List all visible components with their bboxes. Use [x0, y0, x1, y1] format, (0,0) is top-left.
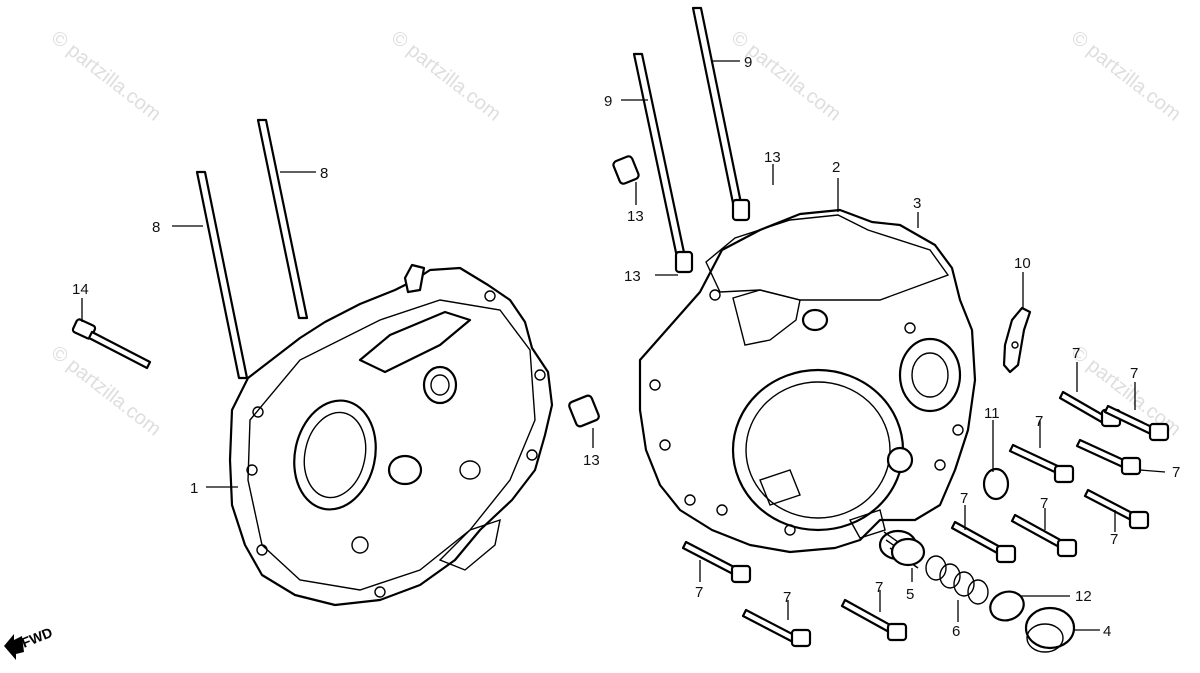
callout-8: 8	[320, 165, 328, 182]
callout-3: 3	[913, 195, 921, 212]
direction-label: FWD	[19, 624, 55, 651]
callout-7: 7	[1040, 495, 1048, 512]
leader-lines	[81, 60, 1166, 631]
callout-7: 7	[783, 589, 791, 606]
bolts-7	[681, 390, 1170, 648]
callout-6: 6	[952, 623, 960, 640]
watermark: © partzilla.com	[47, 27, 165, 126]
watermark: © partzilla.com	[387, 27, 505, 126]
watermark: © partzilla.com	[47, 342, 165, 441]
callout-7: 7	[1072, 345, 1080, 362]
callout-7: 7	[875, 579, 883, 596]
callout-7: 7	[1172, 464, 1180, 481]
collar-11	[982, 467, 1010, 501]
callout-7: 7	[1130, 365, 1138, 382]
callout-10: 10	[1014, 255, 1031, 272]
callout-9: 9	[604, 93, 612, 110]
left-crankcase	[228, 263, 554, 607]
callout-labels: 1 2 3 4 5 6 7 7 7 7 7 7 7 7 7 7 8 8 9 9 …	[72, 54, 1180, 640]
callout-4: 4	[1103, 623, 1111, 640]
bolt-14	[71, 318, 152, 370]
dowel-pins	[568, 155, 751, 428]
forward-direction-indicator: FWD	[4, 624, 55, 660]
drain-cap-4	[1024, 606, 1076, 653]
callout-12: 12	[1075, 588, 1092, 605]
stud-bolts	[195, 6, 744, 380]
oil-strainer-5	[878, 529, 926, 569]
callout-13: 13	[764, 149, 781, 166]
callout-5: 5	[906, 586, 914, 603]
callout-13: 13	[627, 208, 644, 225]
watermark: © partzilla.com	[727, 27, 845, 126]
callout-9: 9	[744, 54, 752, 71]
callout-13: 13	[624, 268, 641, 285]
bracket-10	[1002, 306, 1032, 374]
callout-8: 8	[152, 219, 160, 236]
callout-1: 1	[190, 480, 198, 497]
callout-13: 13	[583, 452, 600, 469]
arrow-icon	[4, 634, 24, 660]
spring-6	[925, 555, 989, 605]
callout-7: 7	[1110, 531, 1118, 548]
o-ring-12	[989, 590, 1025, 622]
callout-14: 14	[72, 281, 89, 298]
right-crankcase	[638, 208, 977, 554]
callout-11: 11	[984, 405, 1000, 422]
callout-7: 7	[960, 490, 968, 507]
callout-7: 7	[1035, 413, 1043, 430]
watermark: © partzilla.com	[1067, 27, 1185, 126]
callout-2: 2	[832, 159, 840, 176]
callout-7: 7	[695, 584, 703, 601]
